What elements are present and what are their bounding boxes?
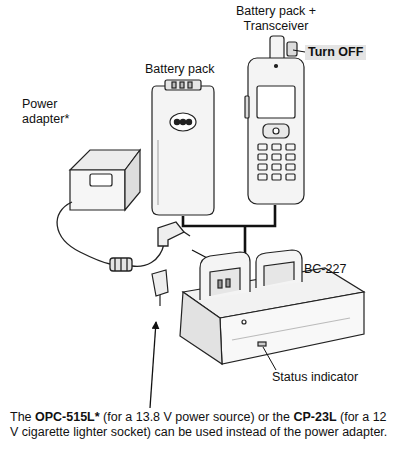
part-label: Power adapter* [22, 97, 77, 127]
power-adapter [70, 150, 140, 210]
part-label: Battery pack + Transceiver [234, 4, 318, 34]
leader-line [293, 50, 305, 52]
dc-plug [152, 270, 168, 306]
note-arrow [150, 322, 156, 408]
battery-pack [152, 80, 214, 215]
note-text: The OPC-515L* (for a 13.8 V power source… [10, 410, 398, 440]
leader-line [263, 347, 276, 370]
part-label: Status indicator [272, 370, 358, 385]
charger-bc-227 [180, 250, 364, 364]
part-label: BC-227 [304, 262, 346, 277]
transceiver [245, 36, 304, 204]
part-label: Battery pack [145, 62, 214, 77]
power-cable [57, 202, 190, 271]
instruction-label: Turn OFF [305, 45, 366, 60]
